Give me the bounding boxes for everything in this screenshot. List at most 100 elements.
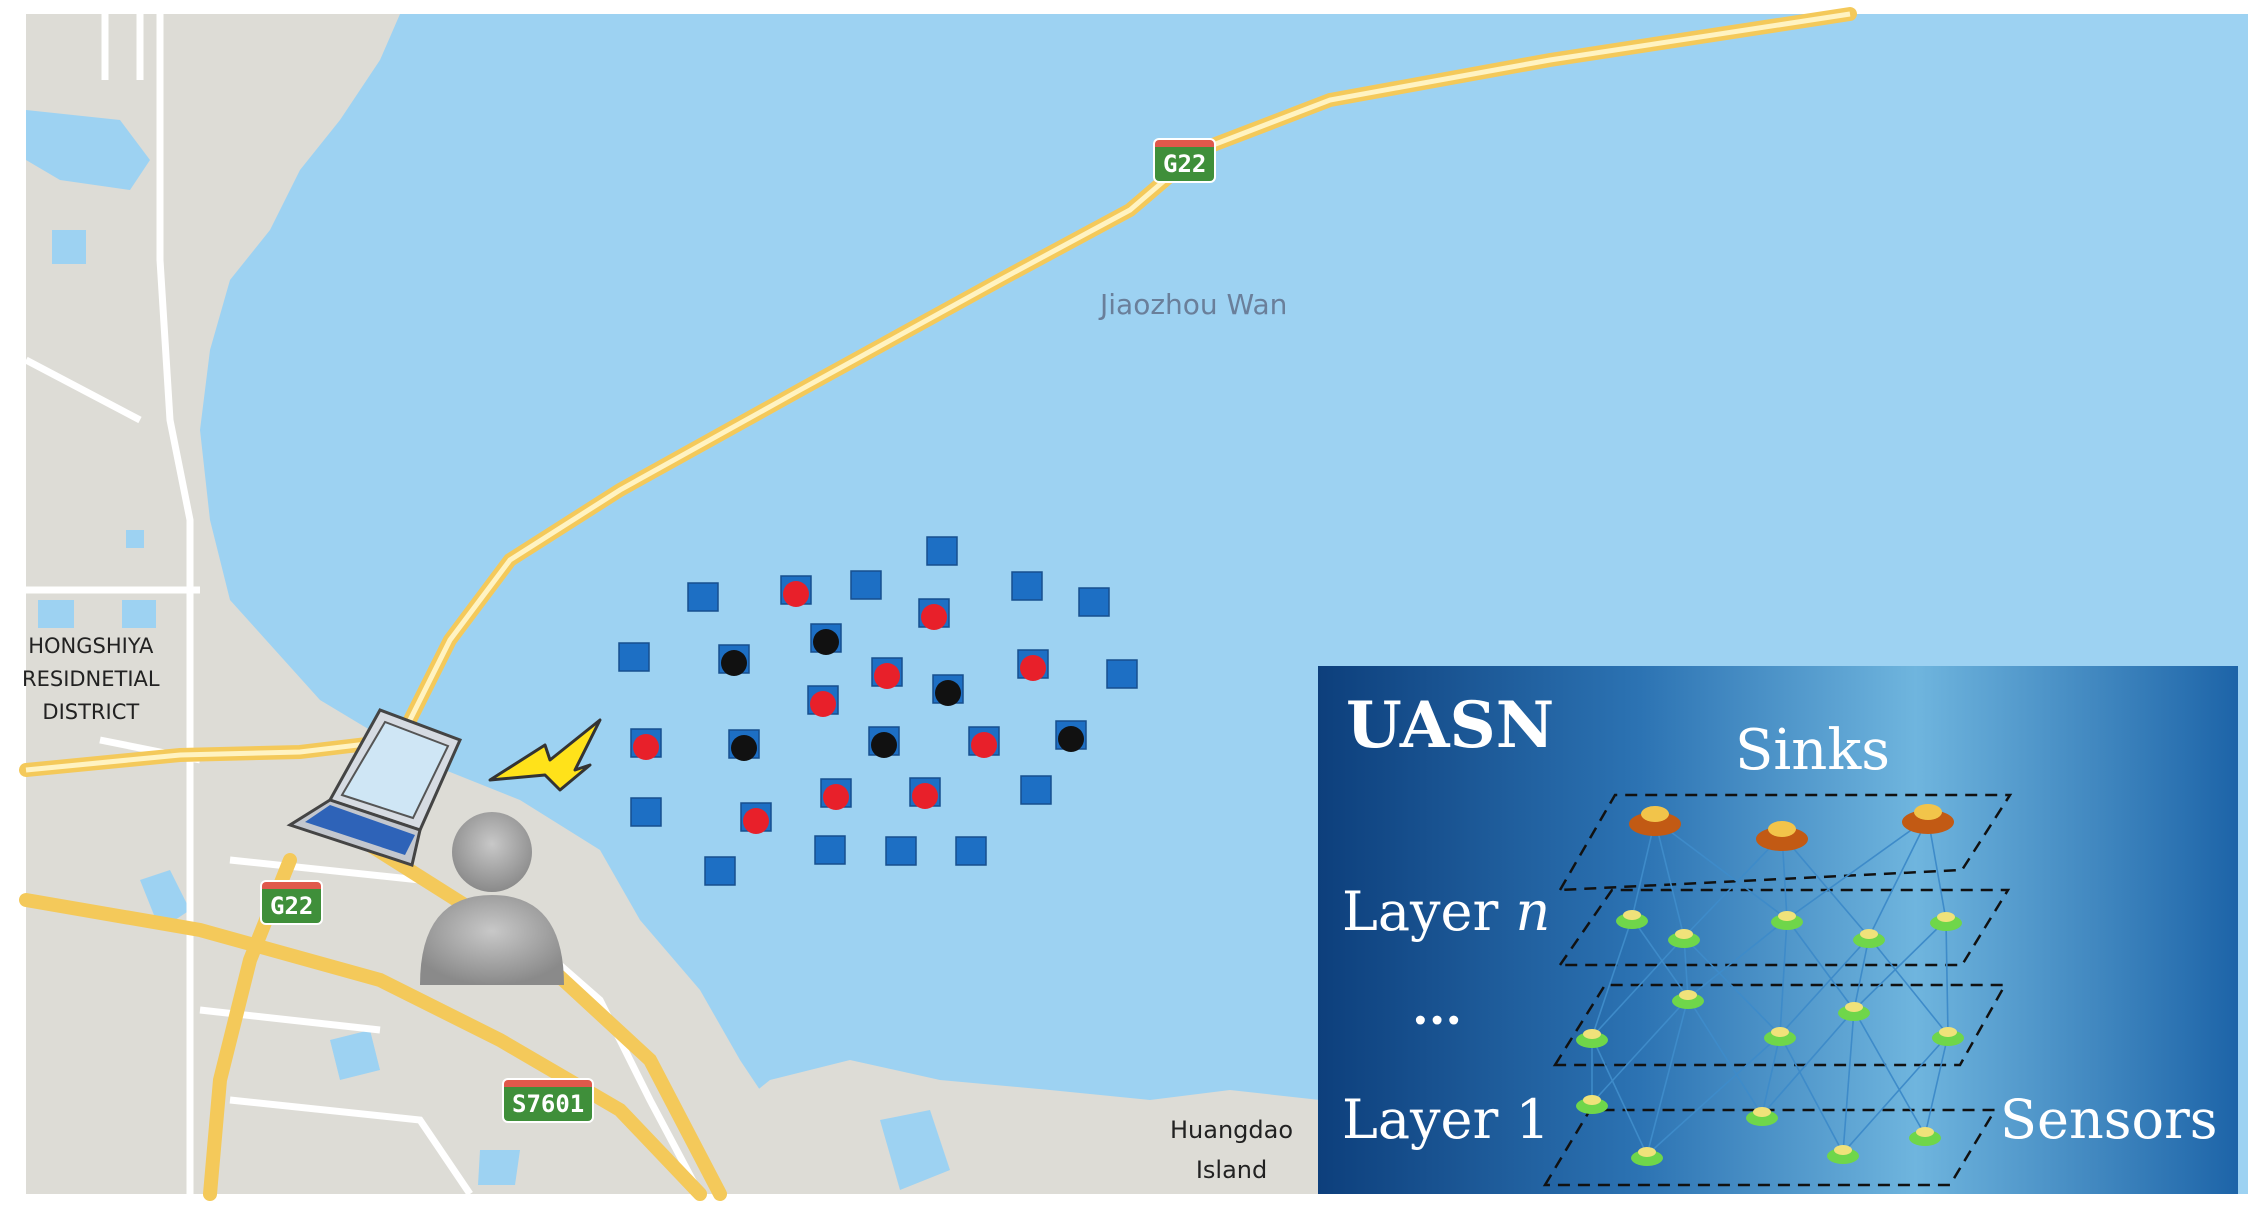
red-node (874, 663, 900, 689)
black-node (1058, 726, 1084, 752)
layer-1-label: Layer 1 (1342, 1088, 1550, 1151)
red-node (971, 732, 997, 758)
sensor-node (1011, 571, 1043, 601)
sensor-node-top (1753, 1107, 1771, 1117)
network-link (1591, 917, 1633, 1038)
network-link (1842, 1034, 1949, 1154)
layer-n-label: Layer n (1342, 880, 1551, 943)
sensor-node-top (1675, 929, 1693, 939)
sensor-node (885, 836, 917, 866)
network-link (1781, 834, 1870, 938)
sink-node-top (1768, 821, 1796, 837)
network-link (1631, 917, 1689, 999)
sensor-node-top (1916, 1127, 1934, 1137)
black-node (813, 629, 839, 655)
network-link (1853, 936, 1870, 1011)
sinks-label: Sinks (1735, 718, 1891, 783)
water-label: Jiaozhou Wan (1100, 288, 1288, 321)
sink-node (1902, 810, 1954, 834)
sensor-node (1078, 587, 1110, 617)
network-link (1853, 919, 1947, 1011)
network-link (1591, 1036, 1648, 1156)
pond (52, 230, 86, 264)
sensor-node-top (1771, 1027, 1789, 1037)
network-link (1687, 918, 1788, 999)
pond (122, 600, 156, 628)
network-link (1868, 936, 1949, 1036)
network-link (1786, 918, 1855, 1011)
network-link (1631, 819, 1656, 919)
pond (880, 1110, 950, 1190)
inset-title: UASN (1346, 688, 1555, 763)
sensor-node (687, 582, 719, 612)
land-south (700, 1060, 1320, 1194)
sensor-node (630, 797, 662, 827)
network-link (1591, 936, 1685, 1038)
network-link (1945, 919, 1949, 1036)
sensor-node-grid (618, 536, 1138, 886)
network-link (1868, 817, 1929, 938)
sensor-node-top (1939, 1027, 1957, 1037)
sensor-node-top (1623, 910, 1641, 920)
network-link (1842, 1009, 1855, 1154)
network-link (1779, 918, 1788, 1036)
network-link (1591, 997, 1689, 1104)
network-link (1654, 819, 1788, 920)
red-node (783, 581, 809, 607)
road-shield-g22-north: G22 (1155, 140, 1215, 181)
layer-ellipsis: ... (1412, 980, 1463, 1036)
sensor-node-top (1778, 911, 1796, 921)
island-label: Huangdao Island (1170, 1116, 1294, 1184)
network-link (1853, 1009, 1926, 1136)
sensor-node-top (1937, 912, 1955, 922)
network-link (1779, 936, 1870, 1036)
sensor-node (618, 642, 650, 672)
lightning-icon (488, 718, 602, 792)
sensor-node-top (1845, 1002, 1863, 1012)
sensor-node (1106, 659, 1138, 689)
sink-node-top (1914, 804, 1942, 820)
district-label: HONGSHIYA RESIDNETIAL DISTRICT (22, 634, 160, 724)
sensors-label: Sensors (2000, 1088, 2218, 1151)
sink-node-top (1641, 806, 1669, 822)
inlet (26, 110, 150, 190)
sensor-node-top (1834, 1145, 1852, 1155)
black-node (871, 732, 897, 758)
network-link (1683, 936, 1781, 1036)
sensor-node (1020, 775, 1052, 805)
sink-node (1629, 812, 1681, 836)
red-node (912, 783, 938, 809)
red-node (743, 808, 769, 834)
network-link (1924, 1034, 1949, 1136)
person-icon (420, 812, 564, 985)
uasn-inset (1318, 666, 2238, 1194)
network-link (1646, 997, 1689, 1156)
sensor-node-top (1583, 1095, 1601, 1105)
network-link (1761, 1009, 1855, 1116)
minor-streets (24, 14, 704, 1196)
network-link (1654, 819, 1685, 938)
sensor-node-top (1583, 1029, 1601, 1039)
red-node (810, 691, 836, 717)
sensor-node (955, 836, 987, 866)
road-shield-g22-west: G22 (262, 882, 322, 923)
sensor-node-top (1638, 1147, 1656, 1157)
pond (126, 530, 144, 548)
pond (330, 1030, 380, 1080)
sensor-node (850, 570, 882, 600)
pond (478, 1150, 520, 1185)
black-node (721, 650, 747, 676)
pond (38, 600, 74, 628)
road-shield-s7601: S7601 (504, 1080, 593, 1121)
sink-node (1756, 827, 1808, 851)
laptop-icon (286, 708, 463, 867)
network-link (1683, 834, 1783, 938)
sensor-node (814, 835, 846, 865)
sensor-node (704, 856, 736, 886)
network-link (1646, 1034, 1781, 1156)
red-node (633, 734, 659, 760)
network-link (1786, 817, 1929, 920)
red-node (921, 604, 947, 630)
network-link (1779, 1034, 1844, 1154)
